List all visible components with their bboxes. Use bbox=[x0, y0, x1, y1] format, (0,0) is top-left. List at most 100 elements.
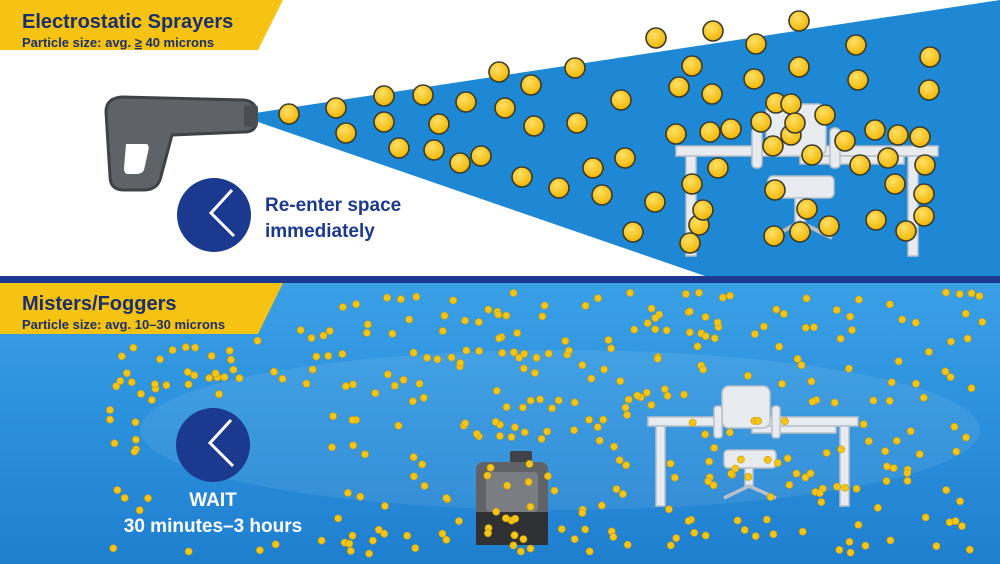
fog-droplet bbox=[942, 486, 951, 494]
fog-droplet bbox=[383, 370, 392, 379]
fog-droplet bbox=[110, 439, 119, 448]
fog-droplet bbox=[946, 373, 955, 381]
fog-droplet bbox=[643, 319, 652, 328]
fog-droplet bbox=[531, 368, 539, 377]
fog-droplet bbox=[817, 498, 826, 506]
fog-droplet bbox=[780, 417, 789, 426]
fog-droplet bbox=[544, 349, 553, 358]
droplet bbox=[763, 225, 785, 247]
fog-droplet bbox=[403, 531, 412, 540]
fog-droplet bbox=[447, 353, 456, 362]
fog-droplet bbox=[885, 396, 894, 405]
fog-droplet bbox=[886, 300, 894, 309]
fog-droplet bbox=[227, 355, 235, 364]
fog-droplet bbox=[623, 540, 632, 549]
fog-droplet bbox=[662, 326, 671, 335]
fog-droplet bbox=[740, 526, 749, 534]
droplet bbox=[665, 123, 687, 145]
fog-droplet bbox=[537, 434, 546, 443]
fog-droplet bbox=[978, 318, 987, 326]
fog-droplet bbox=[536, 395, 544, 404]
fog-droplet bbox=[889, 464, 898, 472]
fog-droplet bbox=[129, 343, 138, 352]
droplet bbox=[449, 152, 471, 174]
fog-droplet bbox=[763, 455, 772, 464]
fog-droplet bbox=[131, 418, 140, 427]
fog-droplet bbox=[710, 334, 719, 343]
fog-droplet bbox=[967, 384, 976, 393]
fog-droplet bbox=[709, 481, 718, 490]
fog-droplet bbox=[886, 536, 895, 545]
fog-droplet bbox=[365, 549, 373, 558]
fog-droplet bbox=[348, 416, 357, 424]
fog-droplet bbox=[334, 514, 342, 523]
fog-droplet bbox=[822, 448, 831, 457]
fog-droplet bbox=[348, 531, 357, 540]
fog-droplet bbox=[361, 450, 369, 459]
fog-droplet bbox=[701, 531, 710, 540]
fog-droplet bbox=[420, 481, 429, 490]
fog-droplet bbox=[701, 430, 710, 439]
fog-droplet bbox=[317, 536, 326, 545]
droplet bbox=[845, 34, 867, 56]
fog-droplet bbox=[205, 374, 214, 382]
small-droplets bbox=[106, 288, 987, 558]
fog-droplet bbox=[941, 367, 950, 376]
fog-droplet bbox=[751, 532, 760, 540]
droplet bbox=[412, 84, 434, 106]
droplet bbox=[701, 83, 723, 105]
droplet bbox=[707, 157, 729, 179]
fog-droplet bbox=[235, 374, 244, 383]
fog-droplet bbox=[462, 346, 471, 355]
droplet bbox=[913, 183, 935, 205]
droplet bbox=[582, 157, 604, 179]
fog-droplet bbox=[744, 371, 752, 380]
fog-droplet bbox=[854, 521, 863, 529]
fog-droplet bbox=[106, 415, 114, 424]
fog-droplet bbox=[501, 514, 510, 523]
fog-droplet bbox=[412, 292, 421, 301]
droplet bbox=[919, 46, 941, 68]
fog-droplet bbox=[346, 547, 355, 555]
fog-droplet bbox=[570, 426, 578, 434]
fog-droplet bbox=[873, 503, 882, 512]
fog-droplet bbox=[296, 326, 305, 335]
droplet bbox=[335, 122, 357, 144]
fog-droplet bbox=[945, 518, 954, 527]
fog-droplet bbox=[106, 406, 114, 414]
fog-droplet bbox=[810, 323, 818, 332]
fog-droplet bbox=[345, 539, 354, 548]
fog-droplet bbox=[509, 541, 518, 550]
fog-droplet bbox=[808, 397, 817, 406]
fog-droplet bbox=[383, 293, 391, 302]
droplet bbox=[909, 126, 931, 148]
fog-droplet bbox=[615, 456, 624, 464]
droplet bbox=[692, 199, 714, 221]
fog-droplet bbox=[343, 488, 352, 497]
fog-droplet bbox=[798, 527, 807, 536]
fog-droplet bbox=[156, 355, 164, 364]
droplet bbox=[914, 154, 936, 176]
fog-droplet bbox=[744, 472, 753, 481]
fog-droplet bbox=[308, 365, 317, 374]
droplet bbox=[796, 198, 818, 220]
fog-droplet bbox=[399, 375, 408, 384]
fog-droplet bbox=[396, 295, 405, 304]
fog-droplet bbox=[220, 373, 229, 382]
top-panel-subtitle: Particle size: avg. ≥ 40 microns bbox=[22, 35, 214, 50]
fog-droplet bbox=[903, 469, 912, 477]
droplet bbox=[373, 111, 395, 133]
droplet bbox=[679, 232, 701, 254]
fog-droplet bbox=[595, 436, 604, 445]
top-subtitle-prefix: Particle size: avg. bbox=[22, 35, 135, 50]
fog-droplet bbox=[801, 473, 810, 482]
droplet bbox=[278, 103, 300, 125]
fog-droplet bbox=[925, 347, 933, 356]
fog-droplet bbox=[338, 350, 347, 358]
droplet bbox=[681, 173, 703, 195]
fog-droplet bbox=[455, 517, 463, 525]
fog-droplet bbox=[371, 389, 380, 398]
wait-note-line1: WAIT bbox=[189, 490, 237, 511]
droplet bbox=[847, 69, 869, 91]
